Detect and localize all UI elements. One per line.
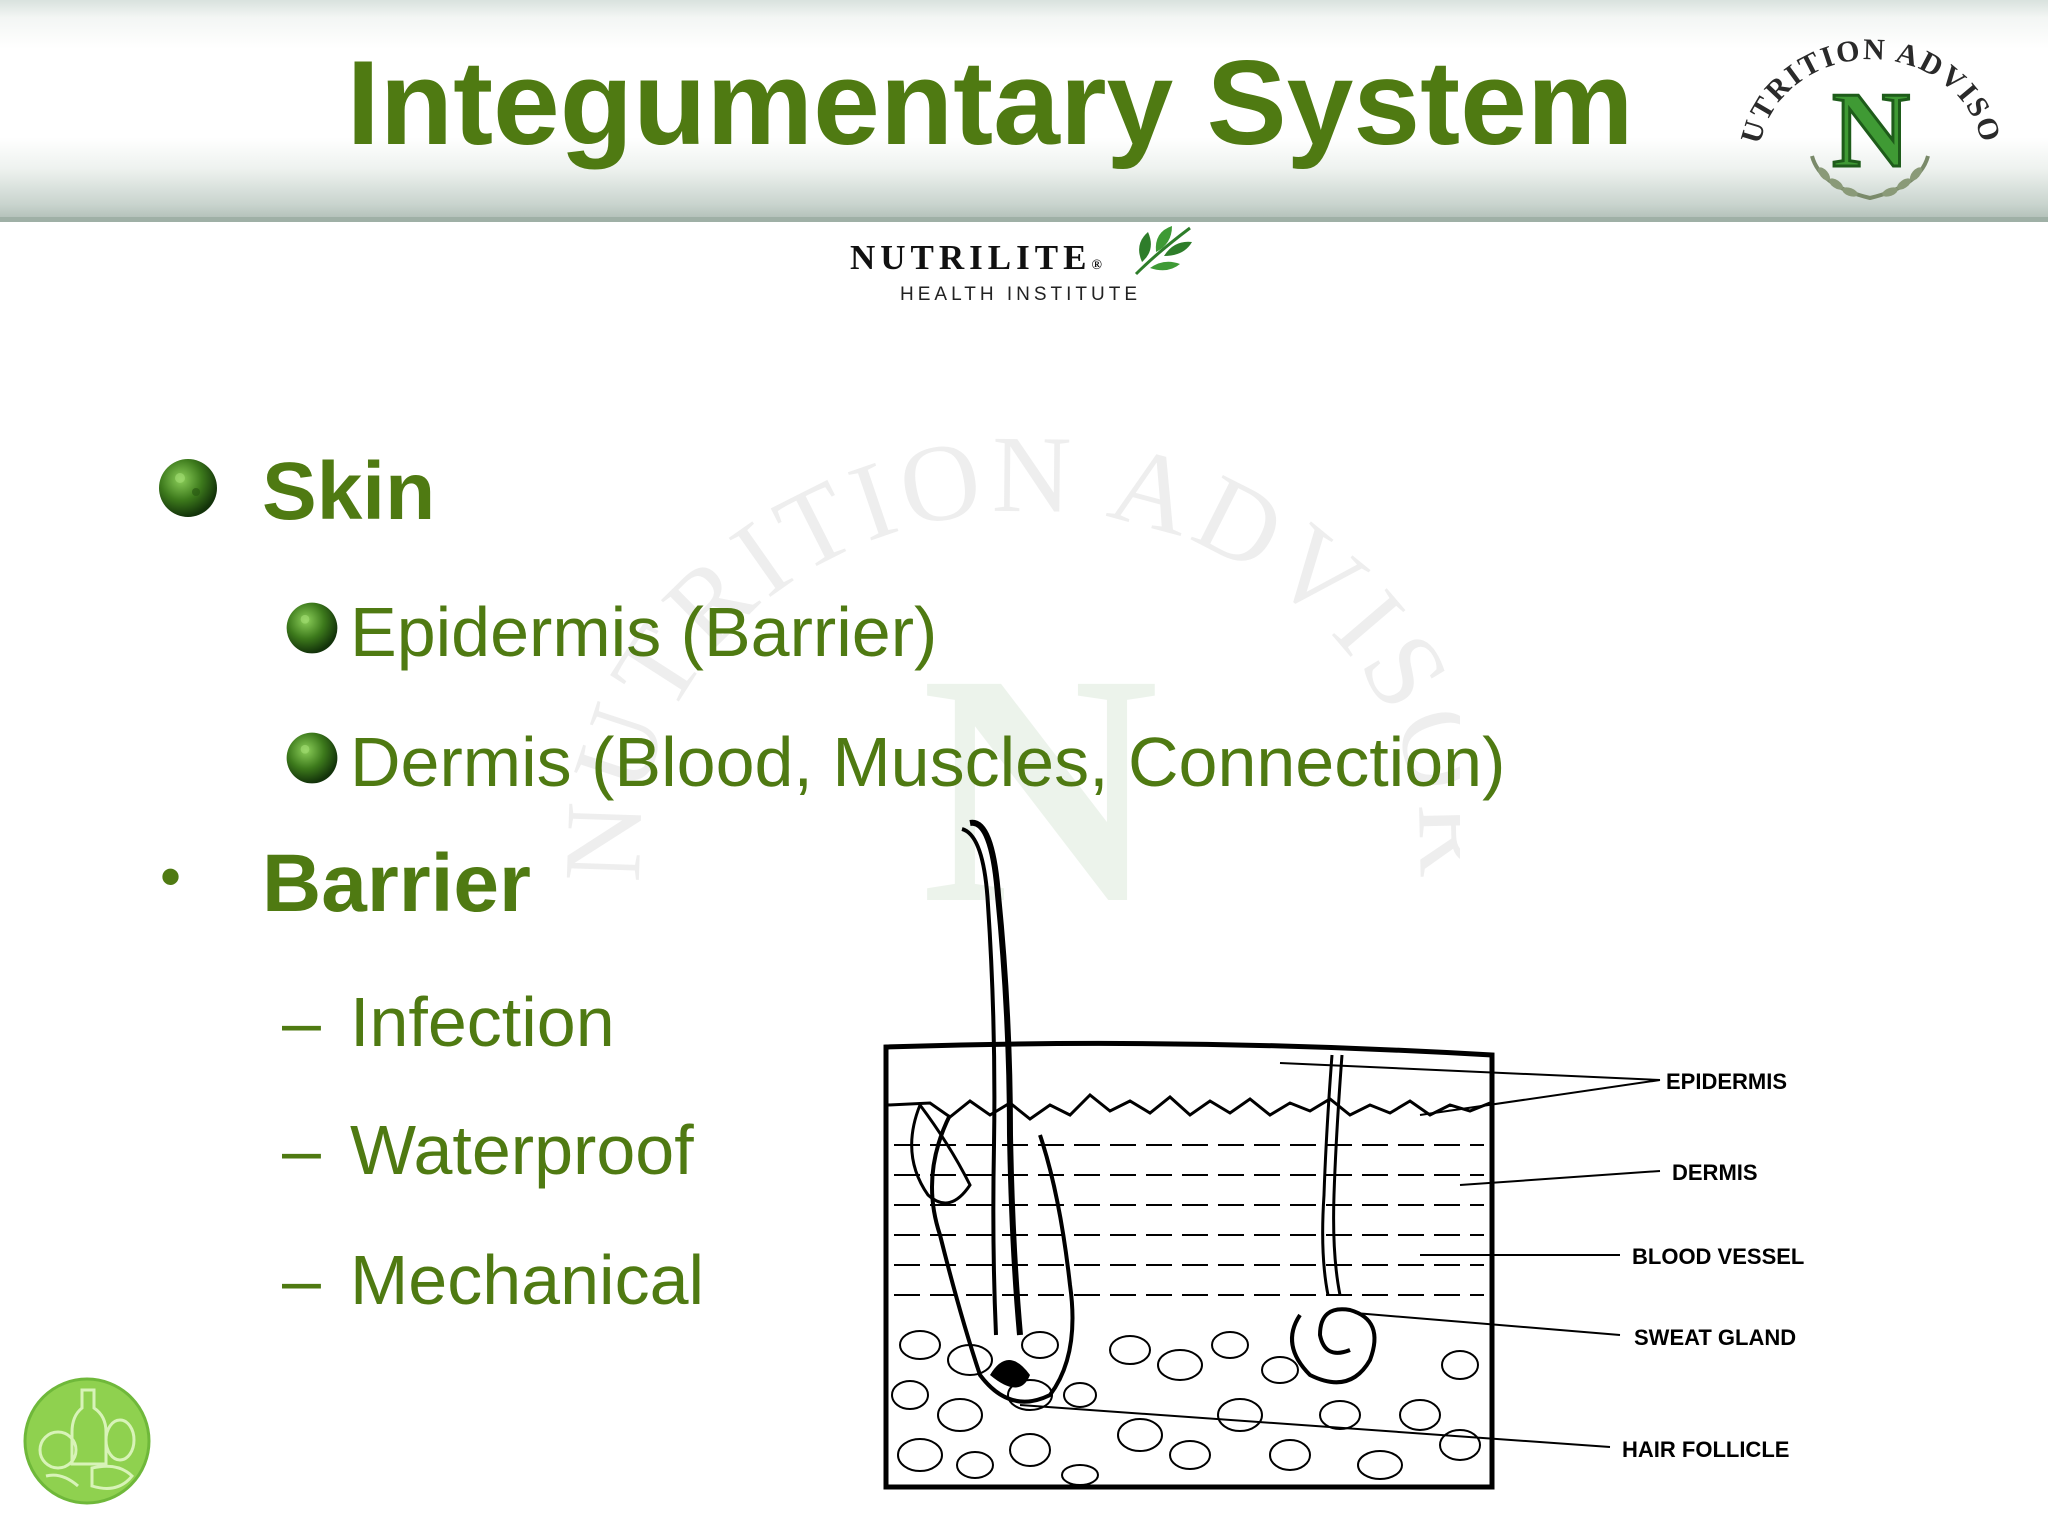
skin-heading: Skin <box>262 446 436 537</box>
barrier-item-waterproof: Waterproof <box>350 1111 694 1189</box>
green-ball-bullet-icon <box>286 732 338 784</box>
food-circle-icon <box>23 1377 151 1505</box>
leaf-icon <box>1134 226 1192 276</box>
svg-text:N: N <box>1832 71 1910 190</box>
diagram-label-dermis: DERMIS <box>1672 1160 1758 1185</box>
skin-item-dermis: Dermis (Blood, Muscles, Connection) <box>350 723 1506 801</box>
svg-text:N: N <box>921 607 1159 972</box>
dash-marker: – <box>282 1111 321 1189</box>
header-band <box>0 0 2048 222</box>
green-ball-bullet-icon <box>286 602 338 654</box>
green-ball-bullet-icon <box>159 459 217 517</box>
barrier-item-infection: Infection <box>350 983 615 1061</box>
diagram-label-hair-follicle: HAIR FOLLICLE <box>1622 1437 1789 1462</box>
diagram-label-blood-vessel: BLOOD VESSEL <box>1632 1244 1804 1269</box>
diagram-label-sweat-gland: SWEAT GLAND <box>1634 1325 1796 1350</box>
barrier-bullet-dot: • <box>160 843 182 910</box>
nutrilite-logo: NUTRILITE® HEALTH INSTITUTE <box>850 222 1200 312</box>
skin-item-epidermis: Epidermis (Barrier) <box>350 593 938 671</box>
skin-cross-section-diagram: EPIDERMIS DERMIS BLOOD VESSEL SWEAT GLAN… <box>883 819 1804 1490</box>
nutrilite-brand: NUTRILITE® <box>850 238 1107 277</box>
barrier-heading: Barrier <box>262 838 531 929</box>
nutrilite-subtitle: HEALTH INSTITUTE <box>900 284 1141 305</box>
slide-title: Integumentary System <box>346 36 1634 170</box>
diagram-label-epidermis: EPIDERMIS <box>1666 1069 1787 1094</box>
barrier-item-mechanical: Mechanical <box>350 1241 705 1319</box>
dash-marker: – <box>282 983 321 1061</box>
dash-marker: – <box>282 1241 321 1319</box>
